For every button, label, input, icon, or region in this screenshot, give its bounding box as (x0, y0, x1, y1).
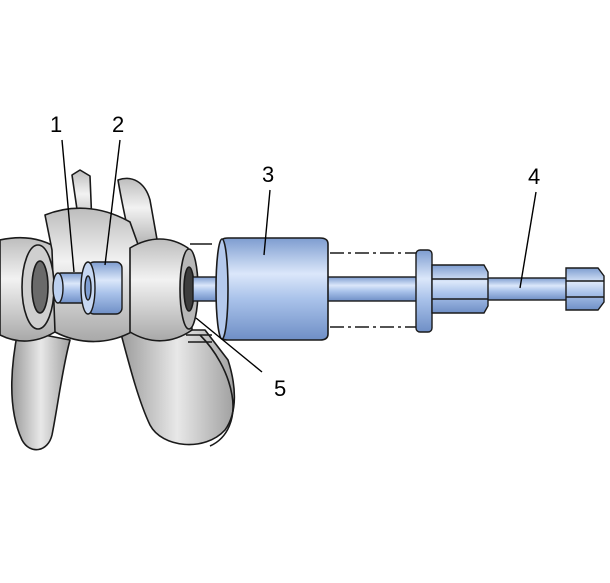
leader-lines (61, 139, 537, 373)
callout-3: 3 (262, 162, 274, 187)
callout-5: 5 (274, 376, 286, 401)
spindle-rod (192, 276, 569, 302)
leader-2 (104, 139, 121, 266)
leader-3 (263, 189, 271, 256)
part-1-pin (52, 272, 89, 304)
callout-4: 4 (528, 164, 540, 189)
part-4-spindle-nut (431, 264, 605, 314)
part-3-sleeve (215, 237, 329, 341)
phantom-lines (330, 252, 418, 328)
leader-4 (519, 191, 537, 289)
leader-5 (195, 317, 263, 373)
callout-1: 1 (50, 112, 62, 137)
flange-washer (415, 249, 433, 333)
leader-1 (61, 139, 75, 273)
callout-2: 2 (112, 112, 124, 137)
part-2-bushing (80, 261, 123, 315)
